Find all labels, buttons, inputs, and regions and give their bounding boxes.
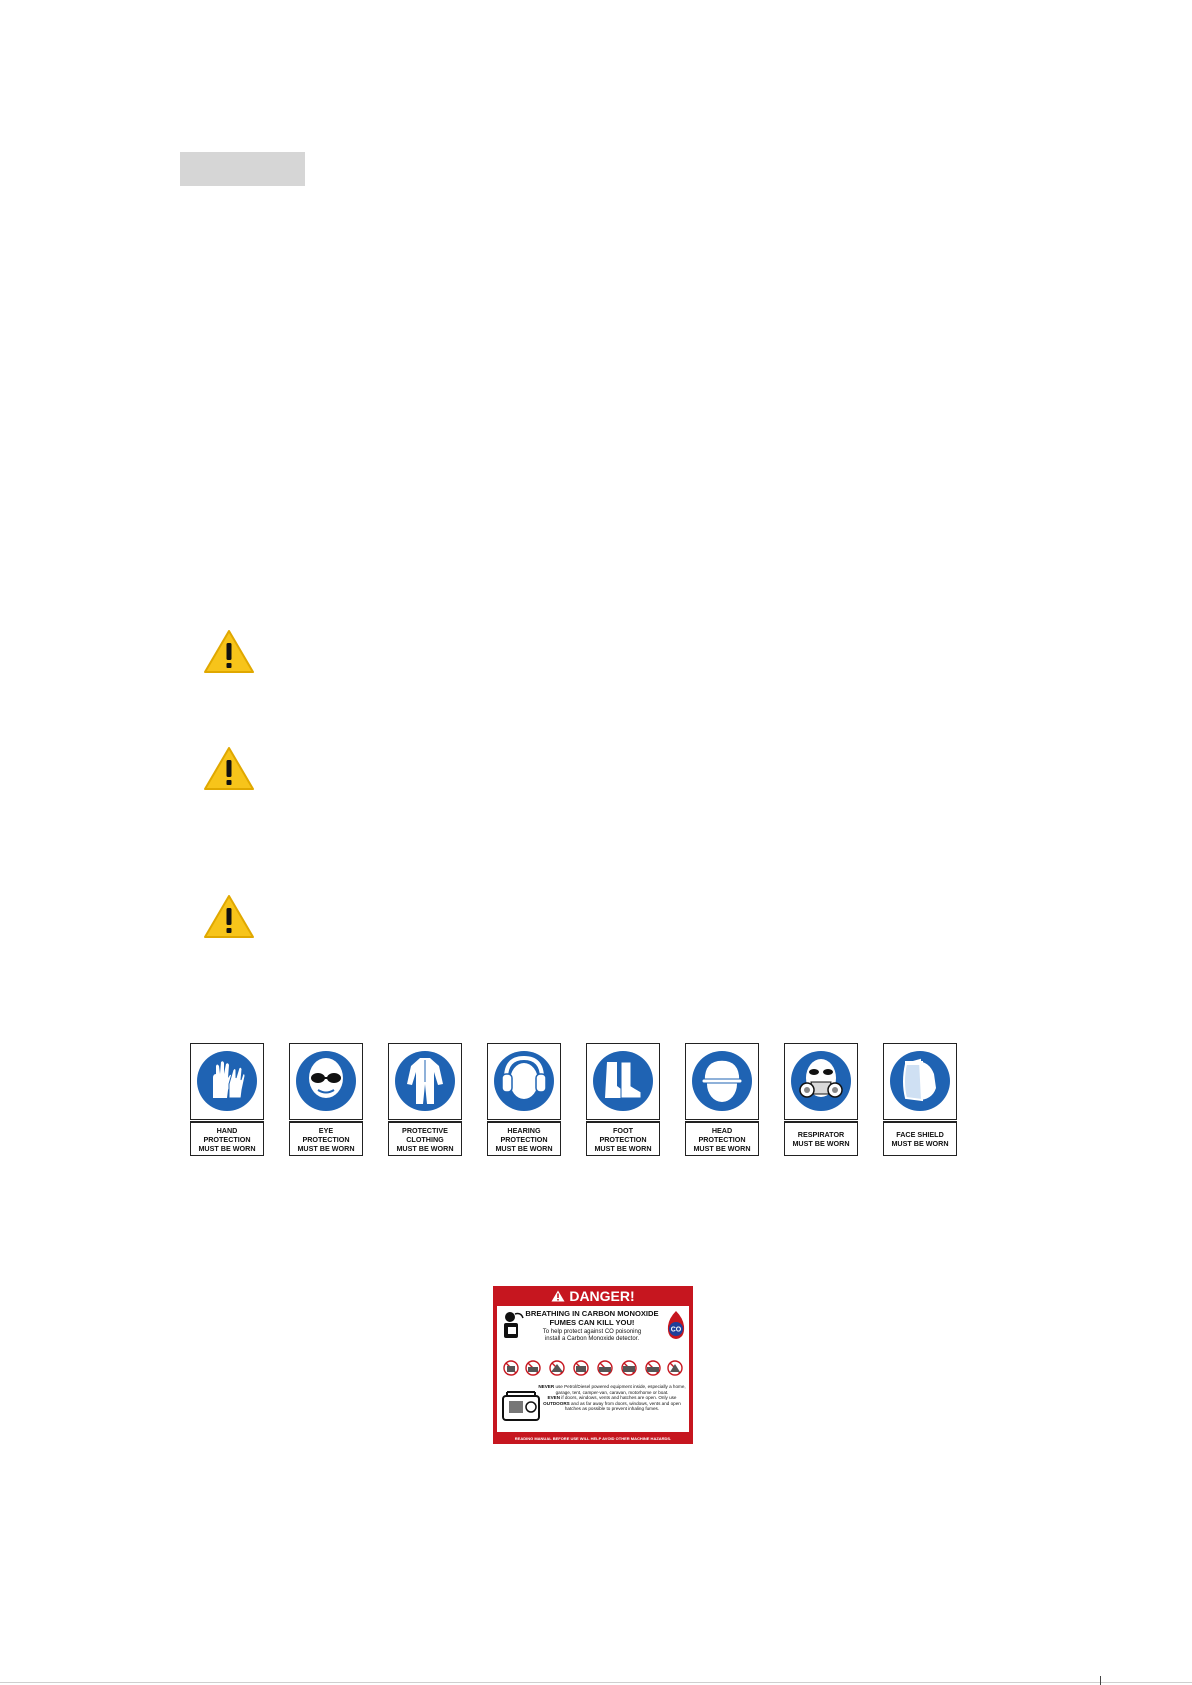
co-badge-text: CO [671,1327,682,1334]
ppe-label-line: MUST BE WORN [891,1139,949,1148]
face-shield-icon [890,1051,950,1111]
ppe-label-line: MUST BE WORN [396,1143,454,1153]
danger-title-line: BREATHING IN CARBON MONOXIDE [525,1309,659,1318]
ppe-label-line: PROTECTION [698,1134,746,1144]
ppe-sign-eye: EYE PROTECTION MUST BE WORN [289,1043,363,1156]
prohibited-locations-icon-row [503,1360,683,1376]
ppe-label-line: HAND [216,1125,238,1135]
redacted-placeholder-box [180,152,305,186]
ppe-label-line: FOOT [613,1125,633,1135]
ppe-sign-hand: HAND PROTECTION MUST BE WORN [190,1043,264,1156]
danger-body: BREATHING IN CARBON MONOXIDE FUMES CAN K… [497,1306,689,1432]
gloves-icon [197,1051,257,1111]
hard-hat-icon [692,1051,752,1111]
outdoors-pre: Only use [658,1395,677,1401]
danger-subtitle: To help protect against CO poisoning ins… [517,1329,667,1343]
danger-subtitle-line: To help protect against CO poisoning [542,1329,642,1335]
danger-triangle-icon [551,1290,565,1302]
danger-header: DANGER! [493,1286,693,1306]
respirator-icon [791,1051,851,1111]
ppe-label-line: MUST BE WORN [693,1143,751,1153]
ppe-label-line: PROTECTIVE [402,1125,448,1135]
ear-muffs-icon [494,1051,554,1111]
warning-triangle-icon [204,747,254,790]
coverall-icon [395,1051,455,1111]
ppe-label-line: PROTECTION [203,1134,251,1144]
ppe-sign-foot: FOOT PROTECTION MUST BE WORN [586,1043,660,1156]
danger-title: BREATHING IN CARBON MONOXIDE FUMES CAN K… [517,1309,667,1327]
goggles-icon [296,1051,356,1111]
generator-icon [502,1391,540,1421]
danger-title-line: FUMES CAN KILL YOU! [549,1318,635,1327]
danger-subtitle-line: install a Carbon Monoxide detector. [544,1336,640,1342]
ppe-label-line: FACE SHIELD [896,1130,944,1139]
ppe-label-line: MUST BE WORN [792,1139,850,1148]
ppe-label-line: CLOTHING [406,1134,444,1144]
danger-carbon-monoxide-sign: DANGER! BREATHING IN CARBON MONOXIDE FUM… [493,1286,693,1444]
co-detector-icon: CO [667,1311,685,1339]
danger-footer: READING MANUAL BEFORE USE WILL HELP AVOI… [514,1436,672,1441]
danger-instructions: NEVER use Petrol/Diesel powered equipmen… [537,1384,687,1412]
person-inhaling-icon [504,1312,524,1338]
outdoors-text: and as far away from doors, windows, ven… [564,1400,681,1412]
ppe-sign-face-shield: FACE SHIELD MUST BE WORN [883,1043,957,1156]
ppe-label-line: HEAD [711,1125,733,1135]
ppe-label-line: MUST BE WORN [495,1143,553,1153]
never-text: use Petrol/Diesel powered equipment insi… [555,1384,686,1395]
ppe-sign-clothing: PROTECTIVE CLOTHING MUST BE WORN [388,1043,462,1156]
page-bottom-rule [0,1682,1192,1683]
even-text: if doors, windows, vents and hatches are… [561,1395,658,1401]
ppe-label-line: PROTECTION [500,1134,548,1144]
boots-icon [593,1051,653,1111]
warning-triangle-icon [204,895,254,938]
ppe-label-line: MUST BE WORN [594,1143,652,1153]
ppe-label-line: EYE [318,1125,334,1135]
even-word: EVEN [547,1395,561,1401]
ppe-label-line: RESPIRATOR [797,1130,845,1139]
ppe-label-line: MUST BE WORN [198,1143,256,1153]
warning-triangle-icon [204,630,254,673]
ppe-label-line: MUST BE WORN [297,1143,355,1153]
never-word: NEVER [538,1384,555,1389]
danger-header-text: DANGER! [569,1288,635,1304]
outdoors-word: OUTDOORS [543,1400,570,1406]
ppe-label-line: PROTECTION [599,1134,647,1144]
ppe-sign-respirator: RESPIRATOR MUST BE WORN [784,1043,858,1156]
ppe-sign-head: HEAD PROTECTION MUST BE WORN [685,1043,759,1156]
ppe-sign-hearing: HEARING PROTECTION MUST BE WORN [487,1043,561,1156]
ppe-label-line: HEARING [507,1125,541,1135]
ppe-label-line: PROTECTION [302,1134,350,1144]
page-bottom-tick [1100,1676,1101,1685]
